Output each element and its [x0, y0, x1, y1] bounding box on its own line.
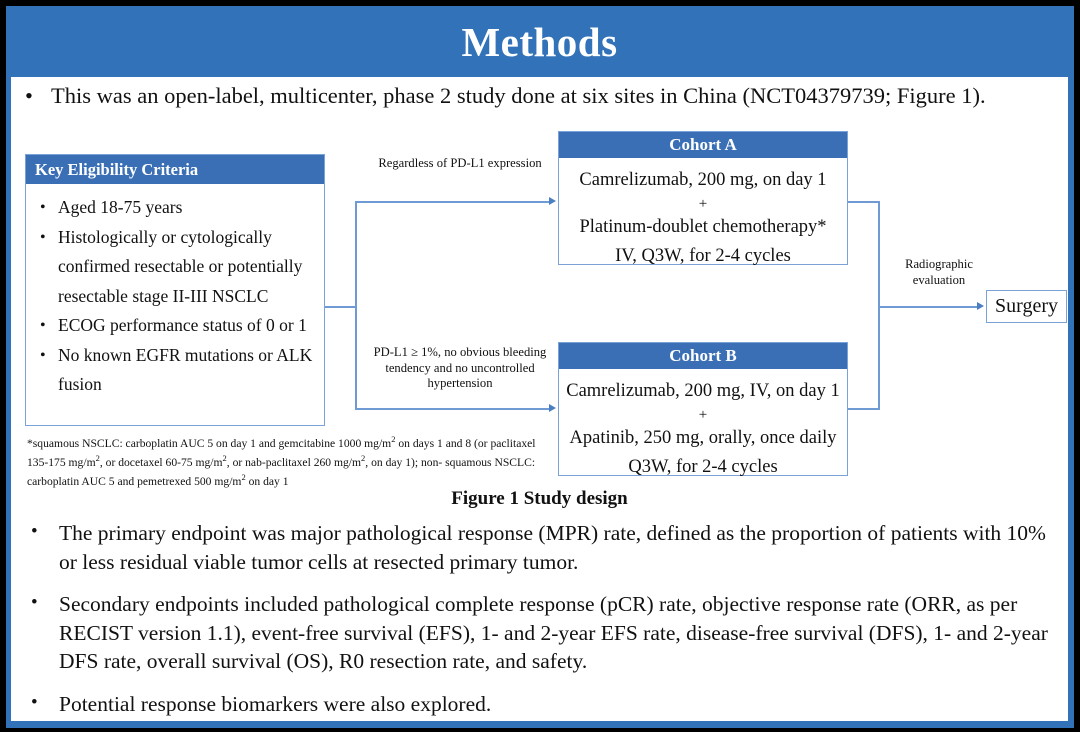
- list-item: Aged 18-75 years: [32, 193, 316, 223]
- cohort-b-body: Camrelizumab, 200 mg, IV, on day 1 + Apa…: [559, 369, 847, 482]
- study-design-figure: Key Eligibility Criteria Aged 18-75 year…: [11, 118, 1068, 508]
- connector-trunk-right: [878, 201, 880, 409]
- footnote-line2-b: , or docetaxel 60-75 mg/m: [99, 455, 223, 469]
- superscript: 2: [391, 434, 396, 444]
- cohort-a-body: Camrelizumab, 200 mg, on day 1 + Platinu…: [559, 158, 847, 271]
- connector-arm-to-cohort-b: [355, 408, 550, 410]
- connector-trunk-left: [355, 201, 357, 409]
- bullet-biomarkers: Potential response biomarkers were also …: [25, 689, 1065, 719]
- intro-bullet: • This was an open-label, multicenter, ph…: [25, 82, 1065, 110]
- cohort-b-plus: +: [698, 407, 708, 423]
- cohort-a-plus: +: [698, 196, 708, 212]
- eligibility-criteria-box: Key Eligibility Criteria Aged 18-75 year…: [25, 154, 325, 426]
- header-band: [11, 6, 1068, 77]
- superscript: 2: [222, 453, 227, 464]
- cohort-b-line1: Camrelizumab, 200 mg, IV, on day 1: [566, 381, 840, 401]
- chemotherapy-footnote: *squamous NSCLC: carboplatin AUC 5 on da…: [27, 432, 555, 489]
- annotation-pdl1-criteria: PD-L1 ≥ 1%, no obvious bleeding tendency…: [373, 345, 547, 390]
- connector-stub-cohort-a: [848, 201, 880, 203]
- cohort-b-line2: Apatinib, 250 mg, orally, once daily: [569, 428, 837, 448]
- arrow-icon: [549, 197, 556, 205]
- footnote-line2-d: , on day 1); non-: [365, 455, 443, 469]
- cohort-a-line3: IV, Q3W, for 2-4 cycles: [615, 246, 791, 266]
- list-item: Histologically or cytologically confirme…: [32, 223, 316, 312]
- eligibility-header: Key Eligibility Criteria: [26, 155, 324, 184]
- list-item: No known EGFR mutations or ALK fusion: [32, 341, 316, 400]
- arrow-icon: [549, 404, 556, 412]
- footnote-line3-b: on day 1: [245, 474, 289, 488]
- footnote-line1-a: *squamous NSCLC: carboplatin AUC 5 on da…: [27, 436, 392, 450]
- surgery-label: Surgery: [995, 295, 1058, 317]
- surgery-box: Surgery: [986, 290, 1067, 323]
- annotation-pdl1-regardless: Regardless of PD-L1 expression: [378, 156, 542, 170]
- superscript: 2: [95, 453, 100, 464]
- cohort-a-header: Cohort A: [559, 132, 847, 158]
- footnote-line1-b: on days 1 and 8 (or: [395, 436, 488, 450]
- bullet-secondary-endpoints: Secondary endpoints included pathologica…: [25, 589, 1065, 676]
- figure-caption: Figure 1 Study design: [451, 488, 628, 509]
- eligibility-list: Aged 18-75 years Histologically or cytol…: [26, 184, 324, 400]
- cohort-b-header: Cohort B: [559, 343, 847, 369]
- connector-stub-cohort-b: [848, 408, 880, 410]
- bullet-primary-endpoint: The primary endpoint was major pathologi…: [25, 518, 1065, 576]
- annotation-radiographic-evaluation: Radiographic evaluation: [905, 257, 973, 287]
- endpoints-bullet-list: The primary endpoint was major pathologi…: [25, 518, 1065, 721]
- footnote-line2-c: , or nab-paclitaxel 260 mg/m: [226, 455, 362, 469]
- bullet-marker: •: [25, 83, 33, 108]
- connector-stub-left: [325, 306, 357, 308]
- arrow-icon: [977, 302, 984, 310]
- intro-bullet-text: This was an open-label, multicenter, pha…: [51, 83, 986, 108]
- connector-arm-to-cohort-a: [355, 201, 550, 203]
- cohort-a-box: Cohort A Camrelizumab, 200 mg, on day 1 …: [558, 131, 848, 266]
- page-title: Methods: [461, 19, 618, 65]
- cohort-a-line2: Platinum-doublet chemotherapy*: [579, 217, 827, 237]
- footnote-line3-a: squamous NSCLC: carboplatin AUC 5 and pe…: [27, 455, 536, 488]
- cohort-b-line3: Q3W, for 2-4 cycles: [628, 457, 778, 477]
- superscript: 2: [361, 453, 366, 464]
- footnote-line2-a: paclitaxel 135-175 mg/m: [27, 436, 536, 469]
- cohort-a-line1: Camrelizumab, 200 mg, on day 1: [579, 170, 827, 190]
- connector-arm-to-surgery: [878, 306, 978, 308]
- list-item: ECOG performance status of 0 or 1: [32, 311, 316, 341]
- superscript: 2: [241, 472, 246, 483]
- cohort-b-box: Cohort B Camrelizumab, 200 mg, IV, on da…: [558, 342, 848, 477]
- slide: Methods • This was an open-label, multice…: [6, 6, 1074, 728]
